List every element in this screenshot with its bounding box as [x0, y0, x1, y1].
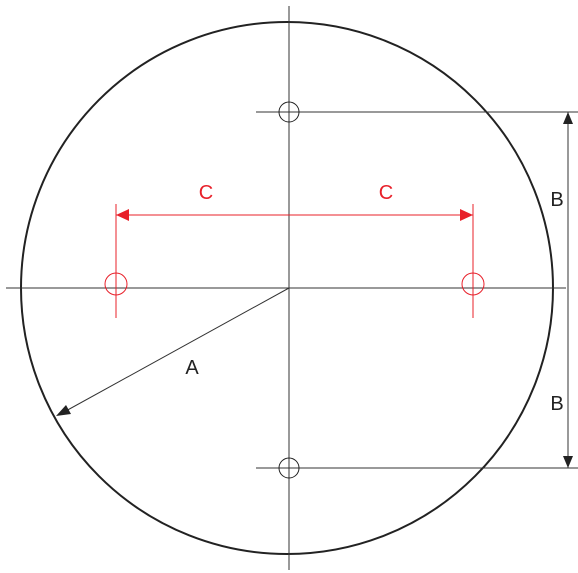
bottom-hole — [278, 457, 300, 479]
top-hole — [278, 101, 300, 123]
label-c-left: C — [199, 182, 213, 204]
label-c-right: C — [379, 182, 393, 204]
label-b-top: B — [550, 189, 563, 211]
radius-a-leader — [63, 287, 290, 413]
radius-a-arrowhead — [56, 405, 71, 416]
left-hole — [104, 272, 128, 296]
label-b-bottom: B — [550, 393, 563, 415]
c-right-arrowhead — [460, 209, 473, 221]
c-left-arrowhead — [116, 209, 129, 221]
label-a: A — [185, 357, 199, 379]
b-bottom-arrowhead — [563, 456, 573, 468]
b-top-arrowhead — [563, 112, 573, 124]
right-hole — [461, 272, 485, 296]
